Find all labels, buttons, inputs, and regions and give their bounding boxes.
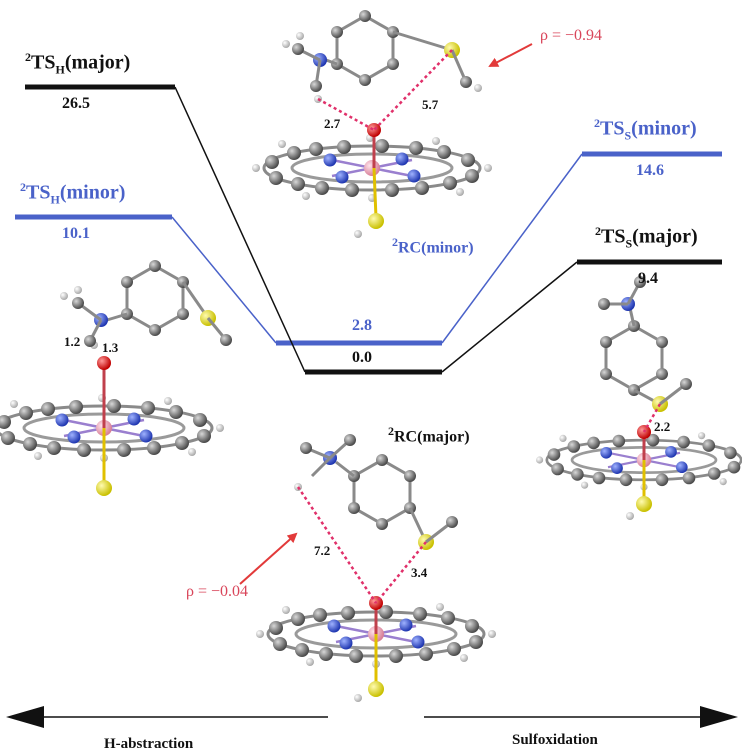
ts-s-major-connector — [441, 261, 578, 373]
h-abstraction-label: H-abstraction — [104, 736, 194, 752]
rc-major-structure — [254, 434, 498, 702]
ts-h-major-label: 2TSH(major) — [25, 50, 131, 77]
ts-h-minor-connector — [171, 216, 277, 344]
ts-h-structure — [0, 258, 232, 496]
rc-minor-structure — [250, 8, 494, 238]
ts-h-minor-value: 10.1 — [62, 225, 90, 242]
ts-s-minor-connector — [441, 153, 583, 344]
distance-label: 7.2 — [314, 543, 331, 558]
rho-bottom-arrow — [239, 532, 298, 585]
distance-label: 2.7 — [324, 116, 341, 131]
sulfoxidation-label: Sulfoxidation — [512, 732, 598, 748]
distance-label: 5.7 — [422, 97, 439, 112]
right-arrow-head — [700, 706, 738, 728]
ts-h-minor-label: 2TSH(minor) — [20, 180, 126, 207]
rho-top-arrow — [488, 43, 533, 67]
ts-h-major-connector — [174, 86, 306, 373]
ts-s-minor-value: 14.6 — [636, 162, 664, 179]
ts-s-major-value: 9.4 — [638, 270, 658, 287]
rc-minor-label: 2RC(minor) — [392, 235, 474, 257]
rc-major-label: 2RC(major) — [388, 424, 470, 446]
rc-major-value: 0.0 — [352, 349, 372, 366]
left-arrow-head — [6, 706, 44, 728]
ts-s-minor-label: 2TSS(minor) — [594, 116, 697, 143]
ts-s-structure — [534, 276, 742, 520]
rho-bottom-label: ρ = −0.04 — [186, 583, 249, 600]
distance-label: 2.2 — [654, 419, 671, 434]
distance-label: 3.4 — [411, 565, 428, 580]
reaction-axis — [6, 706, 738, 728]
rc-minor-value: 2.8 — [352, 317, 372, 334]
major-pathway — [25, 84, 722, 375]
distance-label: 1.3 — [102, 340, 119, 355]
distance-label: 1.2 — [64, 334, 81, 349]
ts-s-major-label: 2TSS(major) — [595, 224, 698, 251]
minor-pathway — [15, 151, 722, 346]
rho-top-label: ρ = −0.94 — [540, 27, 603, 44]
ts-h-major-value: 26.5 — [62, 95, 90, 112]
